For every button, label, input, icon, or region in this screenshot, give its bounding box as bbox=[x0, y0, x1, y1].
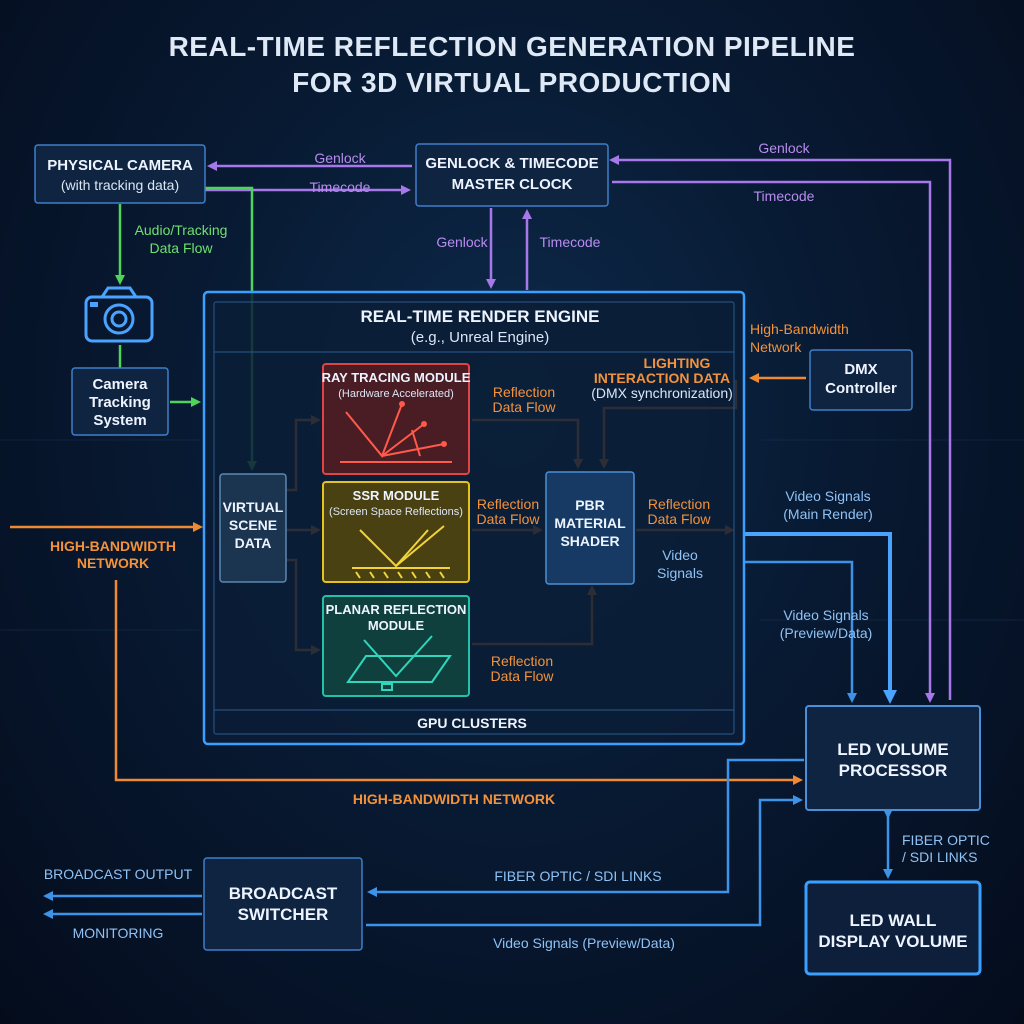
pbr-shader-box bbox=[545, 471, 635, 585]
ray-tracing-subtitle: (Hardware Accelerated) bbox=[338, 388, 454, 400]
virtual-scene-line2: SCENE bbox=[229, 517, 277, 533]
ray-tracing-icon bbox=[340, 401, 452, 463]
camera-tracking-line1: Camera bbox=[92, 376, 148, 393]
gpu-clusters-label: GPU CLUSTERS bbox=[417, 715, 527, 731]
monitoring-label: MONITORING bbox=[73, 925, 164, 941]
video-signals-inner-label-1: Video bbox=[662, 547, 698, 563]
refl-planar-label-1: Reflection bbox=[491, 653, 553, 669]
render-engine-title: REAL-TIME RENDER ENGINE bbox=[361, 307, 600, 326]
render-engine-subtitle: (e.g., Unreal Engine) bbox=[411, 329, 549, 346]
broadcast-switcher-box bbox=[203, 857, 363, 951]
planar-title: PLANAR REFLECTION bbox=[326, 602, 467, 617]
ssr-subtitle: (Screen Space Reflections) bbox=[329, 506, 463, 518]
genlock-right-line bbox=[609, 155, 952, 700]
genlock-right-label: Genlock bbox=[758, 140, 810, 156]
ssr-icon bbox=[352, 525, 450, 579]
physical-camera-subtitle: (with tracking data) bbox=[61, 177, 179, 193]
led-wall-line2: DISPLAY VOLUME bbox=[818, 932, 967, 951]
ray-tracing-title: RAY TRACING MODULE bbox=[322, 370, 471, 385]
timecode-right-label: Timecode bbox=[754, 188, 815, 204]
virtual-scene-box bbox=[219, 473, 287, 583]
dmx-line2: Controller bbox=[825, 380, 897, 397]
lighting-label-2: INTERACTION DATA bbox=[594, 370, 730, 386]
camera-tracking-line3: System bbox=[93, 412, 146, 429]
refl-ssr-label-2: Data Flow bbox=[476, 511, 540, 527]
diagram-title-line1: REAL-TIME REFLECTION GENERATION PIPELINE bbox=[169, 31, 856, 62]
virtual-scene-line1: VIRTUAL bbox=[223, 499, 284, 515]
timecode-right-line bbox=[612, 180, 935, 703]
dmx-box bbox=[809, 349, 913, 411]
fiber-to-switcher-arrow bbox=[367, 758, 804, 897]
hb-network-left-label-2: NETWORK bbox=[77, 555, 149, 571]
refl-rt-label-2: Data Flow bbox=[492, 399, 556, 415]
video-preview-label-1: Video Signals bbox=[783, 607, 868, 623]
refl-pbr-label-2: Data Flow bbox=[647, 511, 711, 527]
video-main-label-1: Video Signals bbox=[785, 488, 870, 504]
genlock-left-label: Genlock bbox=[314, 150, 366, 166]
physical-camera-box bbox=[34, 144, 206, 204]
audio-tracking-label-1: Audio/Tracking bbox=[135, 222, 228, 238]
refl-pbr-label-1: Reflection bbox=[648, 496, 710, 512]
refl-ssr-label-1: Reflection bbox=[477, 496, 539, 512]
diagram-title-line2: FOR 3D VIRTUAL PRODUCTION bbox=[292, 67, 732, 98]
timecode-up-label: Timecode bbox=[540, 234, 601, 250]
planar-subtitle: MODULE bbox=[368, 618, 425, 633]
physical-camera-title: PHYSICAL CAMERA bbox=[47, 157, 193, 174]
camera-icon bbox=[84, 286, 154, 343]
bottom-network-arrow bbox=[114, 580, 803, 785]
broadcast-output-label: BROADCAST OUTPUT bbox=[44, 866, 193, 882]
render-engine-inner-box bbox=[213, 301, 735, 735]
genlock-master-subtitle: MASTER CLOCK bbox=[452, 176, 573, 193]
planar-icon bbox=[346, 635, 452, 691]
camera-tracking-box bbox=[71, 367, 169, 436]
ssr-box bbox=[322, 481, 470, 583]
virtual-scene-line3: DATA bbox=[235, 535, 272, 551]
main-render-arrow bbox=[744, 532, 897, 704]
genlock-master-title: GENLOCK & TIMECODE bbox=[425, 155, 598, 172]
hb-network-tr-label-2: Network bbox=[750, 339, 802, 355]
planar-box bbox=[322, 595, 470, 697]
refl-rt-label-1: Reflection bbox=[493, 384, 555, 400]
camera-tracking-line2: Tracking bbox=[89, 394, 151, 411]
led-processor-line1: LED VOLUME bbox=[837, 740, 948, 759]
led-wall-line1: LED WALL bbox=[850, 911, 937, 930]
video-signals-inner-label-2: Signals bbox=[657, 565, 703, 581]
led-wall-box bbox=[804, 880, 982, 976]
timecode-left-label: Timecode bbox=[310, 179, 371, 195]
fiber-right-label-1: FIBER OPTIC bbox=[902, 832, 990, 848]
led-processor-box bbox=[805, 705, 981, 811]
hb-network-tr-label-1: High-Bandwidth bbox=[750, 321, 849, 337]
video-preview-bottom-label: Video Signals (Preview/Data) bbox=[493, 935, 675, 951]
dmx-line1: DMX bbox=[844, 361, 877, 378]
genlock-down-label: Genlock bbox=[436, 234, 488, 250]
fiber-right-label-2: / SDI LINKS bbox=[902, 849, 977, 865]
led-processor-line2: PROCESSOR bbox=[839, 761, 948, 780]
genlock-master-box bbox=[415, 143, 609, 207]
hb-network-left-label-1: HIGH-BANDWIDTH bbox=[50, 538, 176, 554]
lighting-label-1: LIGHTING bbox=[644, 355, 711, 371]
hb-network-bottom-label: HIGH-BANDWIDTH NETWORK bbox=[353, 791, 555, 807]
broadcast-switcher-line1: BROADCAST bbox=[229, 884, 338, 903]
broadcast-switcher-line2: SWITCHER bbox=[238, 905, 329, 924]
pbr-line2: MATERIAL bbox=[554, 515, 626, 531]
refl-planar-label-2: Data Flow bbox=[490, 668, 554, 684]
pbr-line1: PBR bbox=[575, 497, 605, 513]
audio-tracking-label-2: Data Flow bbox=[149, 240, 213, 256]
lighting-label-3: (DMX synchronization) bbox=[591, 385, 733, 401]
preview-data-arrow bbox=[744, 560, 857, 703]
fiber-bottom-label: FIBER OPTIC / SDI LINKS bbox=[494, 868, 661, 884]
pbr-line3: SHADER bbox=[560, 533, 619, 549]
switcher-preview-arrow bbox=[366, 795, 803, 927]
video-preview-label-2: (Preview/Data) bbox=[780, 625, 873, 641]
ssr-title: SSR MODULE bbox=[353, 488, 440, 503]
video-main-label-2: (Main Render) bbox=[783, 506, 872, 522]
